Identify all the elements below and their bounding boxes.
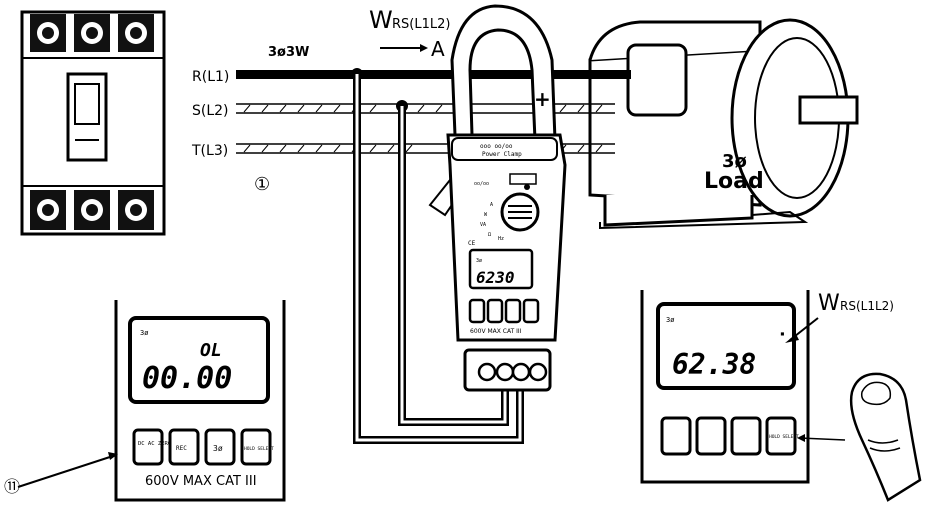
line-r bbox=[236, 70, 631, 79]
panel-left-lcd bbox=[128, 316, 270, 404]
motor-shaft bbox=[798, 95, 859, 125]
svg-text:oo/oo: oo/oo bbox=[474, 181, 489, 187]
system-label: 3ø3W bbox=[268, 45, 309, 60]
panel-left-button-2-label: REC bbox=[176, 445, 187, 452]
panel-left-buttons: DC AC ZERO REC 3ø HOLD SELECT bbox=[132, 428, 274, 466]
svg-text:CE: CE bbox=[468, 240, 476, 247]
panel-right-button-4-label: HOLD SELECT bbox=[769, 434, 799, 440]
line-s-label: S(L2) bbox=[192, 103, 229, 119]
panel-left-button-3-label: 3ø bbox=[213, 444, 223, 453]
svg-text:3ø: 3ø bbox=[476, 258, 482, 264]
measurement-top-w: W bbox=[369, 6, 393, 34]
panel-right-label-sub: RS(L1L2) bbox=[840, 299, 894, 313]
measurement-label-top: W RS(L1L2) A bbox=[369, 6, 450, 61]
clamp-polarity: + bbox=[534, 87, 551, 111]
svg-text:A: A bbox=[490, 202, 493, 208]
meter-main-reading: 6230 bbox=[476, 268, 515, 287]
meter-lcd bbox=[468, 248, 534, 290]
measurement-top-sub: RS(L1L2) bbox=[392, 17, 450, 32]
panel-left-button-4-label: HOLD SELECT bbox=[244, 446, 274, 452]
circuit-breaker bbox=[20, 10, 166, 236]
panel-left: 3ø OL 00.00 DC AC ZERO REC 3ø HOLD SELEC… bbox=[4, 300, 286, 502]
line-t-label: T(L3) bbox=[191, 143, 228, 159]
panel-right-buttons: HOLD SELECT bbox=[660, 416, 799, 456]
load-phase-label: 3ø bbox=[722, 151, 747, 172]
svg-text:Power Clamp: Power Clamp bbox=[482, 151, 522, 158]
panel-right-lcd bbox=[656, 302, 796, 390]
meter-buttons bbox=[468, 298, 540, 324]
step-2-marker: ⑪ bbox=[4, 477, 20, 496]
finger-icon bbox=[849, 372, 922, 502]
panel-right-label-w: W bbox=[818, 291, 840, 316]
load-label: Load bbox=[704, 169, 764, 194]
svg-text:VA: VA bbox=[480, 222, 486, 228]
svg-text:ooo oo/oo: ooo oo/oo bbox=[480, 143, 513, 150]
clamp-jaw bbox=[450, 4, 557, 142]
motor-load: 3ø Load bbox=[588, 18, 859, 230]
svg-text:Ω: Ω bbox=[488, 232, 491, 238]
svg-text:3ø: 3ø bbox=[140, 329, 149, 337]
line-r-label: R(L1) bbox=[192, 69, 229, 85]
test-lead-red bbox=[396, 100, 509, 426]
test-lead-black bbox=[351, 68, 524, 444]
measurement-unit: A bbox=[431, 37, 445, 61]
svg-text:W: W bbox=[484, 212, 488, 218]
meter-rating: 600V MAX CAT III bbox=[470, 328, 522, 335]
svg-text:Hz: Hz bbox=[498, 236, 504, 242]
panel-right-reading: 62.38 bbox=[672, 348, 756, 381]
step-1-marker: ① bbox=[254, 174, 270, 195]
svg-text:▪: ▪ bbox=[780, 329, 785, 338]
breaker-bottom-terminals bbox=[30, 190, 154, 230]
panel-right: 3ø ▪ 62.38 HOLD SELECT W RS(L1L2) bbox=[640, 290, 922, 502]
rotary-dial bbox=[500, 173, 540, 232]
motor-terminal-box bbox=[626, 43, 688, 117]
svg-text:3ø: 3ø bbox=[666, 316, 675, 324]
input-jacks bbox=[463, 348, 552, 392]
line-s bbox=[236, 103, 615, 114]
panel-left-rating: 600V MAX CAT III bbox=[145, 474, 257, 489]
panel-left-overload: OL bbox=[200, 340, 222, 361]
panel-left-reading: 00.00 bbox=[142, 361, 232, 396]
breaker-top-terminals bbox=[30, 14, 154, 52]
panel-left-button-1-label: DC AC ZERO bbox=[138, 441, 171, 447]
